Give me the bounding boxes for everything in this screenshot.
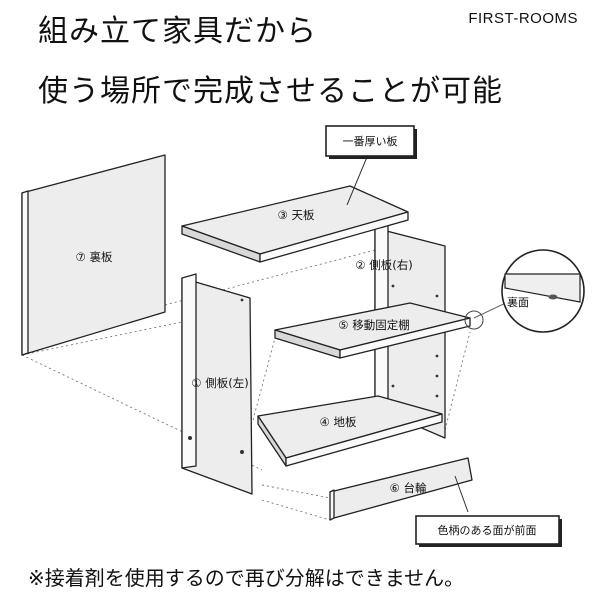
left-side-panel bbox=[181, 273, 253, 495]
footer-note: ※接着剤を使用するので再び分解はできません。 bbox=[28, 566, 465, 590]
underside-detail bbox=[464, 249, 585, 333]
label-underside: 裏面 bbox=[507, 295, 529, 309]
back-board bbox=[21, 154, 166, 356]
brand-name: FIRST-ROOMS bbox=[468, 10, 578, 27]
label-floor-board: ④ 地板 bbox=[320, 415, 357, 429]
label-plinth: ⑥ 台輪 bbox=[390, 481, 427, 495]
label-right-side: ② 側板(右) bbox=[355, 258, 412, 272]
leader-lines bbox=[346, 156, 469, 513]
svg-text:一番厚い板: 一番厚い板 bbox=[343, 134, 398, 148]
label-movable-shelf: ⑤ 移動固定棚 bbox=[338, 318, 409, 332]
plinth bbox=[329, 457, 473, 521]
headline-line-2: 使う場所で完成させることが可能 bbox=[38, 74, 503, 109]
label-back-board: ⑦ 裏板 bbox=[76, 250, 113, 264]
top-board bbox=[181, 185, 409, 263]
headline-line-1: 組み立て家具だから bbox=[38, 14, 317, 49]
floor-board bbox=[257, 395, 443, 467]
movable-shelf bbox=[274, 302, 471, 359]
label-left-side: ① 側板(左) bbox=[191, 376, 248, 390]
callout-thickest-board: 一番厚い板 bbox=[325, 125, 417, 159]
callout-patterned-front: 色柄のある面が前面 bbox=[415, 515, 562, 547]
svg-text:色柄のある面が前面: 色柄のある面が前面 bbox=[438, 523, 537, 537]
label-top-board: ③ 天板 bbox=[278, 208, 315, 222]
